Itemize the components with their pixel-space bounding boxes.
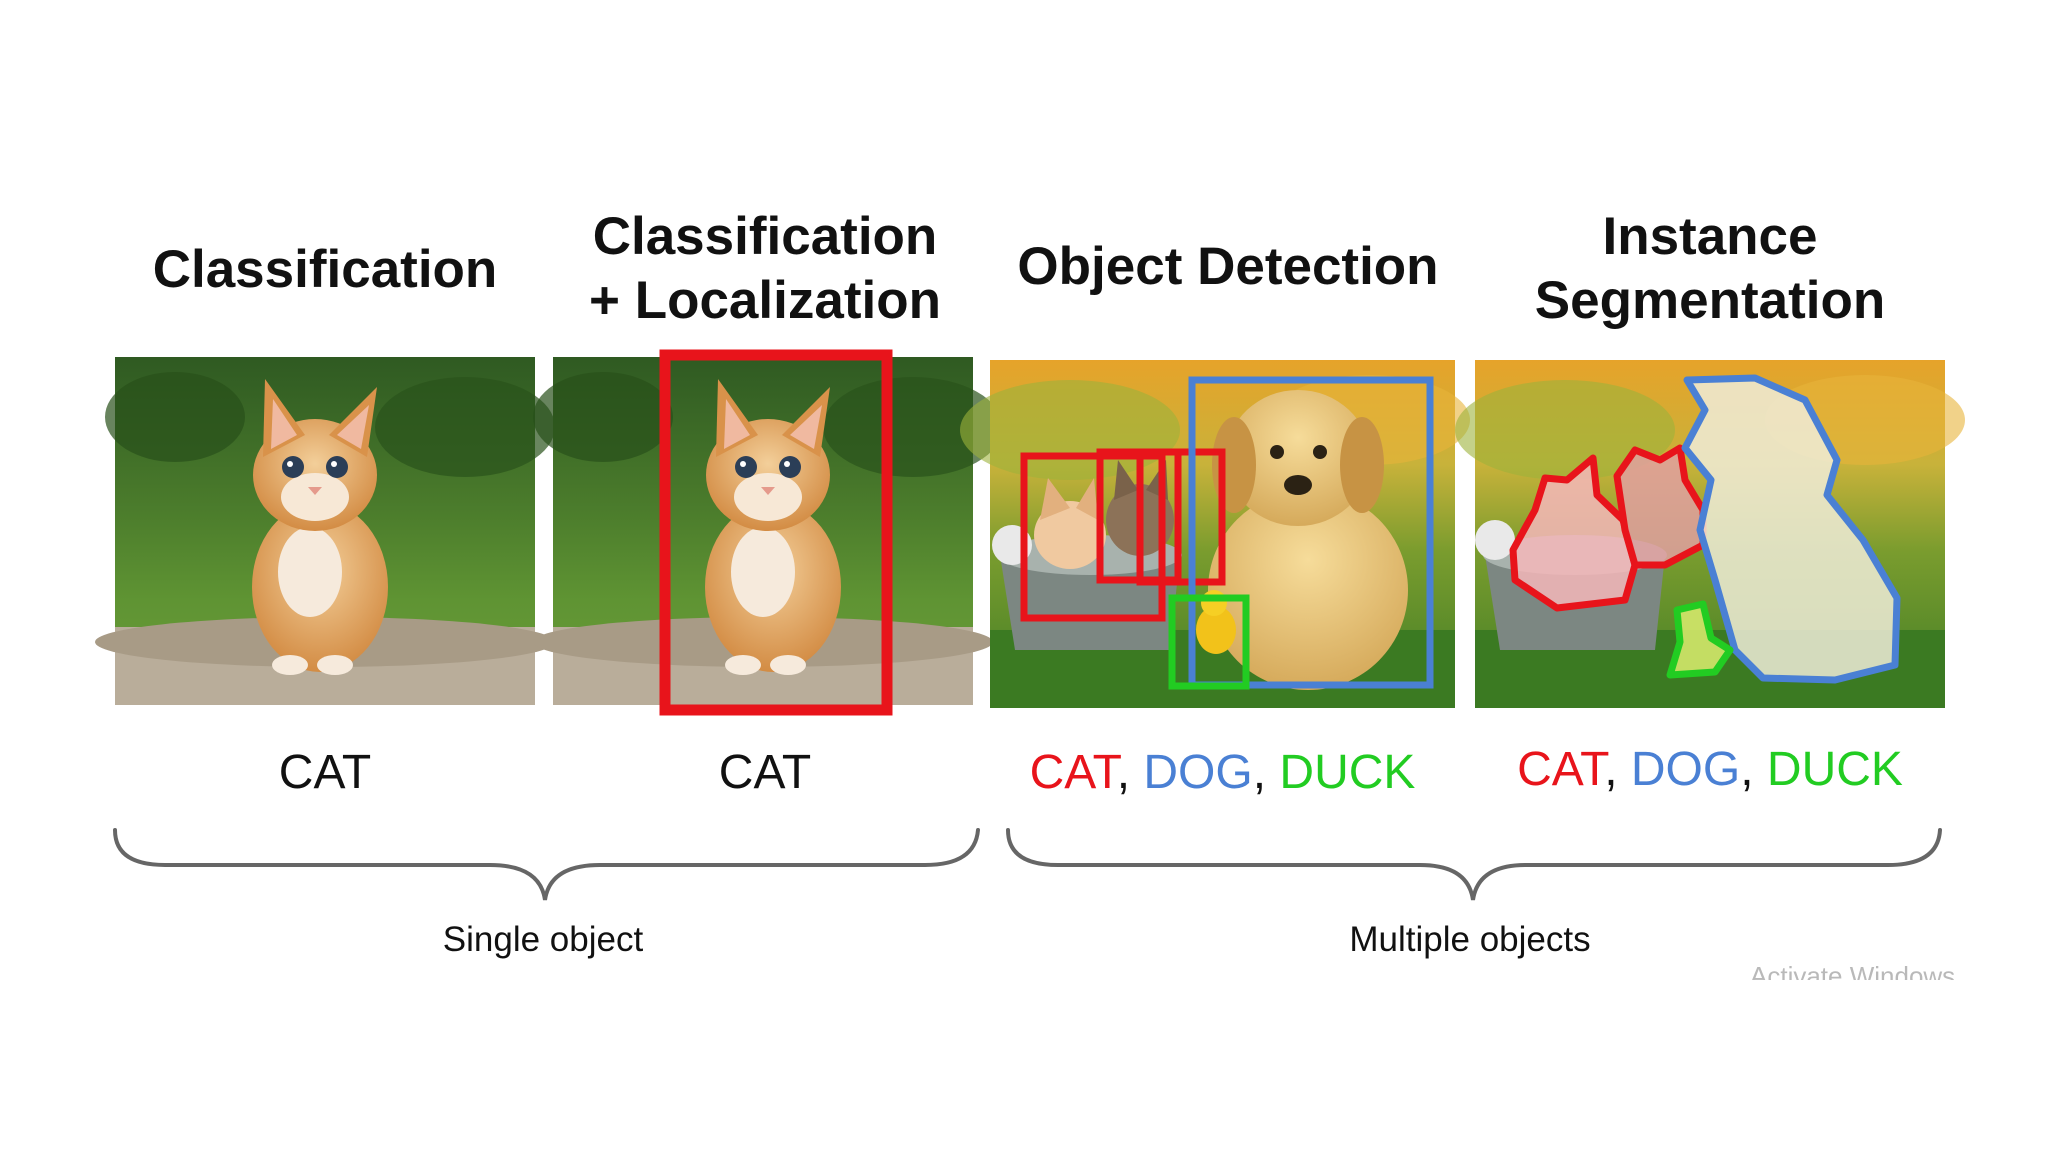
- title-line-2: + Localization: [589, 271, 941, 330]
- classification-image: [95, 357, 555, 705]
- title-instance-segmentation: Instance Segmentation: [1475, 205, 1945, 333]
- object-detection-image: [960, 360, 1470, 708]
- brace-single-object: [113, 828, 980, 901]
- separator: ,: [1116, 746, 1131, 799]
- duck-box: [1168, 594, 1250, 690]
- activate-windows-watermark: Activate Windows: [1750, 961, 1956, 980]
- caption-cat: CAT: [718, 746, 812, 799]
- cat-box-1: [1020, 452, 1166, 622]
- caption-cat: CAT: [278, 746, 372, 799]
- title-object-detection: Object Detection: [993, 235, 1463, 299]
- separator: ,: [1604, 743, 1618, 796]
- title-object-detection-text: Object Detection: [1017, 237, 1439, 296]
- title-line-2: Segmentation: [1534, 271, 1886, 330]
- title-classification: Classification: [115, 238, 535, 302]
- instance-segmentation-image: [1455, 360, 1965, 708]
- cat-box-3: [1136, 448, 1226, 586]
- separator: ,: [1252, 746, 1267, 799]
- dog-mask: [1681, 374, 1901, 684]
- label-dog: DOG: [1143, 746, 1253, 799]
- group-label-single: Single object: [442, 920, 644, 959]
- caption-instance-segmentation: CAT, DOG, DUCK: [1475, 742, 1945, 797]
- separator: ,: [1740, 743, 1754, 796]
- title-line-1: Classification: [592, 207, 938, 266]
- caption-classification: CAT: [115, 745, 535, 800]
- label-dog: DOG: [1630, 743, 1741, 796]
- brace-multiple-objects: [1006, 828, 1942, 901]
- title-line-1: Instance: [1602, 207, 1818, 266]
- title-classification-text: Classification: [152, 240, 498, 299]
- title-classification-localization: Classification + Localization: [555, 205, 975, 333]
- caption-localization: CAT: [555, 745, 975, 800]
- caption-object-detection: CAT, DOG, DUCK: [990, 745, 1455, 800]
- label-duck: DUCK: [1279, 746, 1416, 799]
- label-cat: CAT: [1029, 746, 1117, 799]
- localization-image: [533, 349, 1003, 716]
- cat-bounding-box: [659, 349, 893, 716]
- duck-mask: [1666, 600, 1734, 679]
- label-cat: CAT: [1517, 743, 1605, 796]
- dog-box: [1188, 376, 1434, 689]
- label-duck: DUCK: [1766, 743, 1903, 796]
- group-label-multiple: Multiple objects: [1349, 920, 1591, 959]
